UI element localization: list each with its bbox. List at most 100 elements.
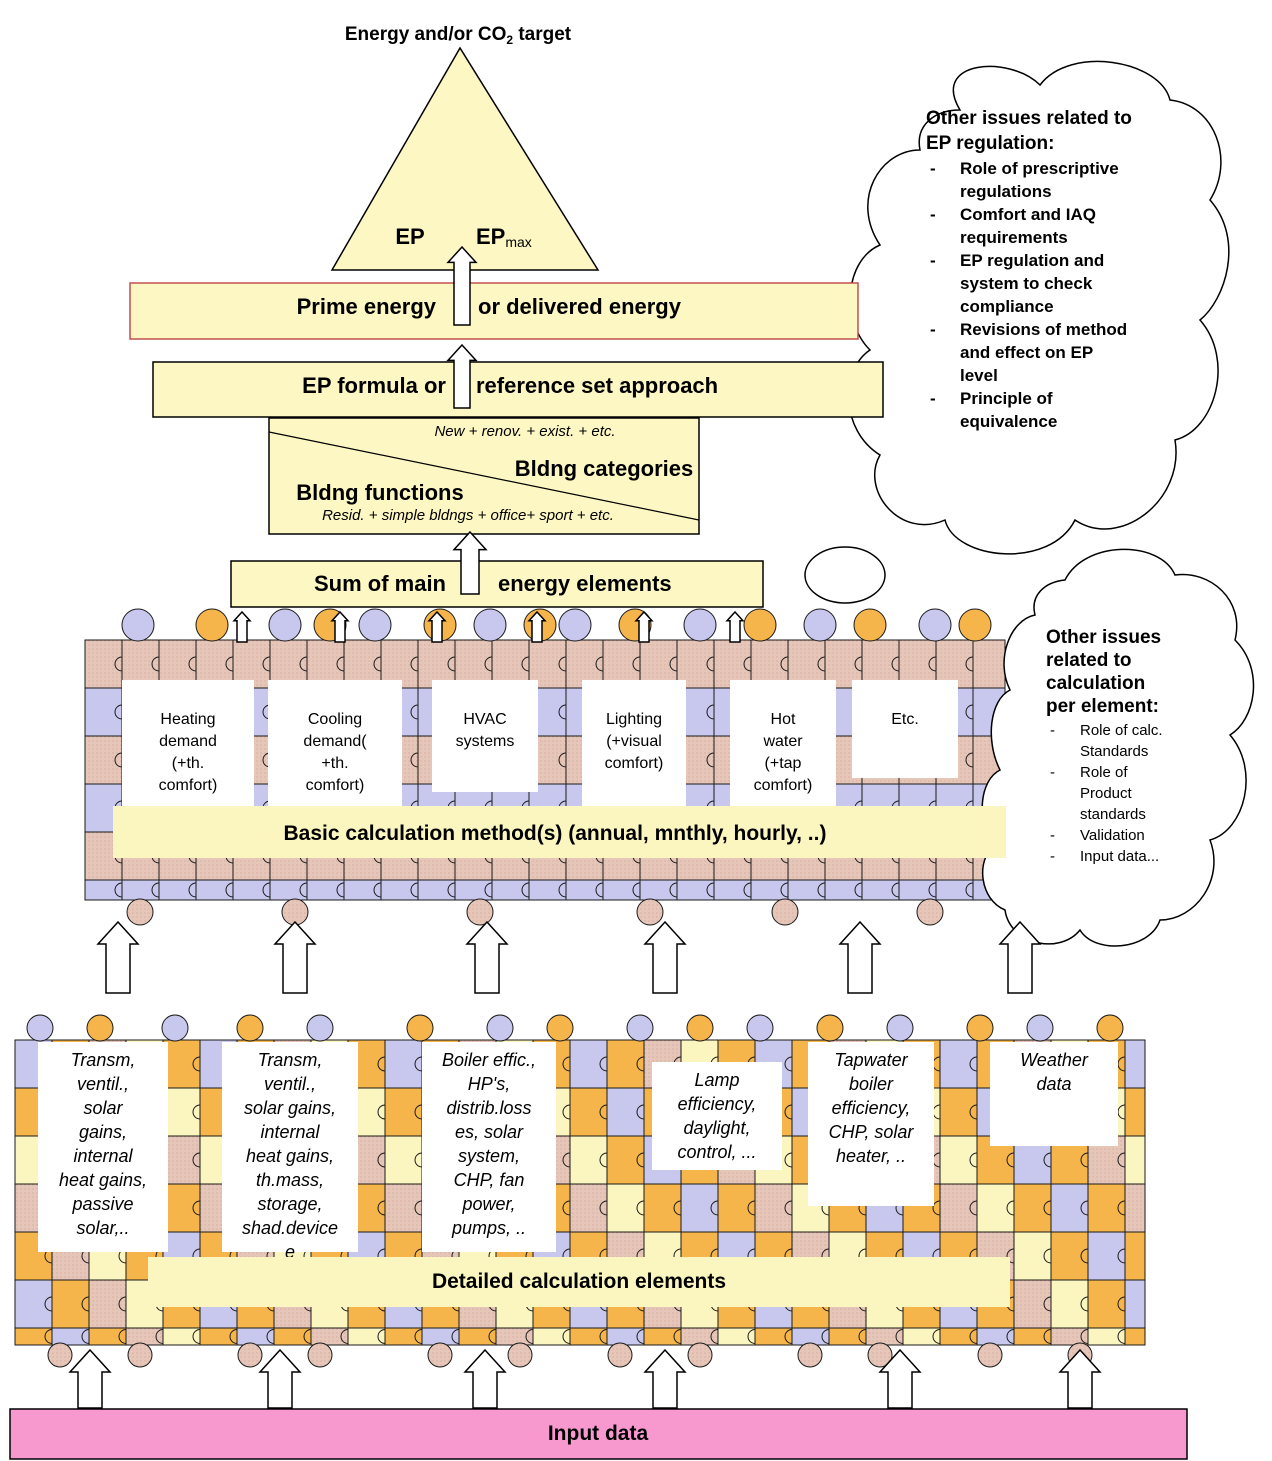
detail-line: passive [71, 1194, 133, 1214]
puzzle-bottom-knob [607, 1342, 633, 1368]
up-arrow [427, 610, 447, 643]
ep-formula-left: EP formula or [302, 373, 446, 398]
cloud-bullet-line: and effect on EP [960, 343, 1093, 362]
element-line: (+th. [172, 755, 204, 772]
basic-method-band [113, 806, 1006, 858]
puzzle-piece [1124, 1135, 1146, 1185]
cloud-bullet-line: Input data... [1080, 848, 1159, 865]
ep-label: EP [395, 224, 424, 249]
detail-line: power, [461, 1194, 515, 1214]
cloud-bullet-line: system to check [960, 274, 1093, 293]
puzzle-bottom-knob [636, 898, 664, 926]
puzzle-piece [1124, 1279, 1146, 1329]
puzzle-top-knob [161, 1014, 189, 1042]
input-data-label: Input data [548, 1422, 649, 1445]
cloud-heading: per element: [1046, 696, 1159, 717]
puzzle-top-knob [306, 1014, 334, 1042]
puzzle-top-knob [546, 1014, 574, 1042]
puzzle-top-knob [195, 608, 229, 642]
puzzle-top-knob [966, 1014, 994, 1042]
up-arrow [1058, 1348, 1102, 1409]
detail-line: gains, [79, 1122, 127, 1142]
puzzle-top-knob [626, 1014, 654, 1042]
element-line: Heating [160, 711, 215, 728]
detail-line: solar,.. [76, 1218, 129, 1238]
up-arrow [452, 530, 488, 595]
detailed-elements-label: Detailed calculation elements [432, 1270, 726, 1293]
detail-box-bg [422, 1042, 556, 1252]
puzzle-piece [84, 687, 123, 737]
cloud-bullet-line: compliance [960, 297, 1054, 316]
puzzle-bottom-knob [977, 1342, 1003, 1368]
element-line: demand [159, 733, 217, 750]
functions-label: Bldng functions [296, 480, 463, 505]
cloud-heading: Other issues related to [926, 108, 1132, 129]
detail-line: e [285, 1242, 295, 1262]
puzzle-top-knob [406, 1014, 434, 1042]
detail-box-bg [222, 1042, 358, 1252]
up-arrow [446, 245, 478, 326]
element-box-bg [730, 680, 836, 810]
up-arrow [463, 1348, 507, 1409]
cloud-bullet-dash: - [930, 389, 936, 408]
puzzle-piece [972, 639, 1006, 689]
puzzle-top-knob [743, 608, 777, 642]
cloud-bullet-dash: - [1050, 764, 1055, 781]
calc-issues-cloud [804, 546, 1255, 947]
detail-line: heat gains, [246, 1146, 334, 1166]
element-box: Etc. [852, 680, 958, 778]
detail-line: Transm, [258, 1050, 323, 1070]
cloud-heading: Other issues [1046, 627, 1161, 648]
detail-box: Lampefficiency,daylight,control, ... [652, 1062, 782, 1170]
cloud-heading: calculation [1046, 673, 1145, 694]
cloud-bullet-line: Revisions of method [960, 320, 1127, 339]
detail-line: HP's, [468, 1074, 510, 1094]
puzzle-bottom-knob [797, 1342, 823, 1368]
cloud-bullet-line: Principle of [960, 389, 1053, 408]
element-box-bg [852, 680, 958, 778]
detail-line: internal [73, 1146, 133, 1166]
element-line: Hot [771, 711, 796, 728]
up-arrow [68, 1348, 112, 1409]
detail-line: data [1036, 1074, 1071, 1094]
puzzle-top-knob [236, 1014, 264, 1042]
up-arrow [838, 920, 882, 994]
cloud-heading: EP regulation: [926, 133, 1054, 154]
puzzle-top-knob [121, 608, 155, 642]
element-line: comfort) [754, 777, 813, 794]
puzzle-bottom-knob [127, 1342, 153, 1368]
cloud-bullet-dash: - [930, 159, 936, 178]
flow-arrows [68, 245, 1102, 1409]
cloud-bullet-line: regulations [960, 182, 1052, 201]
detail-box-bg [808, 1042, 934, 1206]
puzzle-top-knob [958, 608, 992, 642]
epmax-label: EPmax [476, 224, 532, 250]
puzzle-top-knob [1026, 1014, 1054, 1042]
cloud-bullet-dash: - [1050, 722, 1055, 739]
detail-line: efficiency, [678, 1094, 757, 1114]
cloud-bullet-line: standards [1080, 806, 1146, 823]
small-cloud-bubble [804, 546, 886, 604]
puzzle-top-knob [853, 608, 887, 642]
calc-cloud-shape [981, 548, 1255, 947]
detailed-elements-band [148, 1257, 1010, 1307]
puzzle-bottom-knob [427, 1342, 453, 1368]
puzzle-top-knob [886, 1014, 914, 1042]
cloud-bullet-line: Role of calc. [1080, 722, 1163, 739]
element-box-bg [122, 680, 254, 810]
puzzle-bottom-knob [687, 1342, 713, 1368]
sum-box-left: Sum of main [314, 571, 446, 596]
element-box-bg [582, 680, 686, 810]
puzzle-top-knob [686, 1014, 714, 1042]
puzzle-bottom-knob [237, 1342, 263, 1368]
detail-line: Lamp [694, 1070, 739, 1090]
basic-method-label: Basic calculation method(s) (annual, mnt… [284, 822, 827, 845]
detail-line: es, solar [455, 1122, 524, 1142]
